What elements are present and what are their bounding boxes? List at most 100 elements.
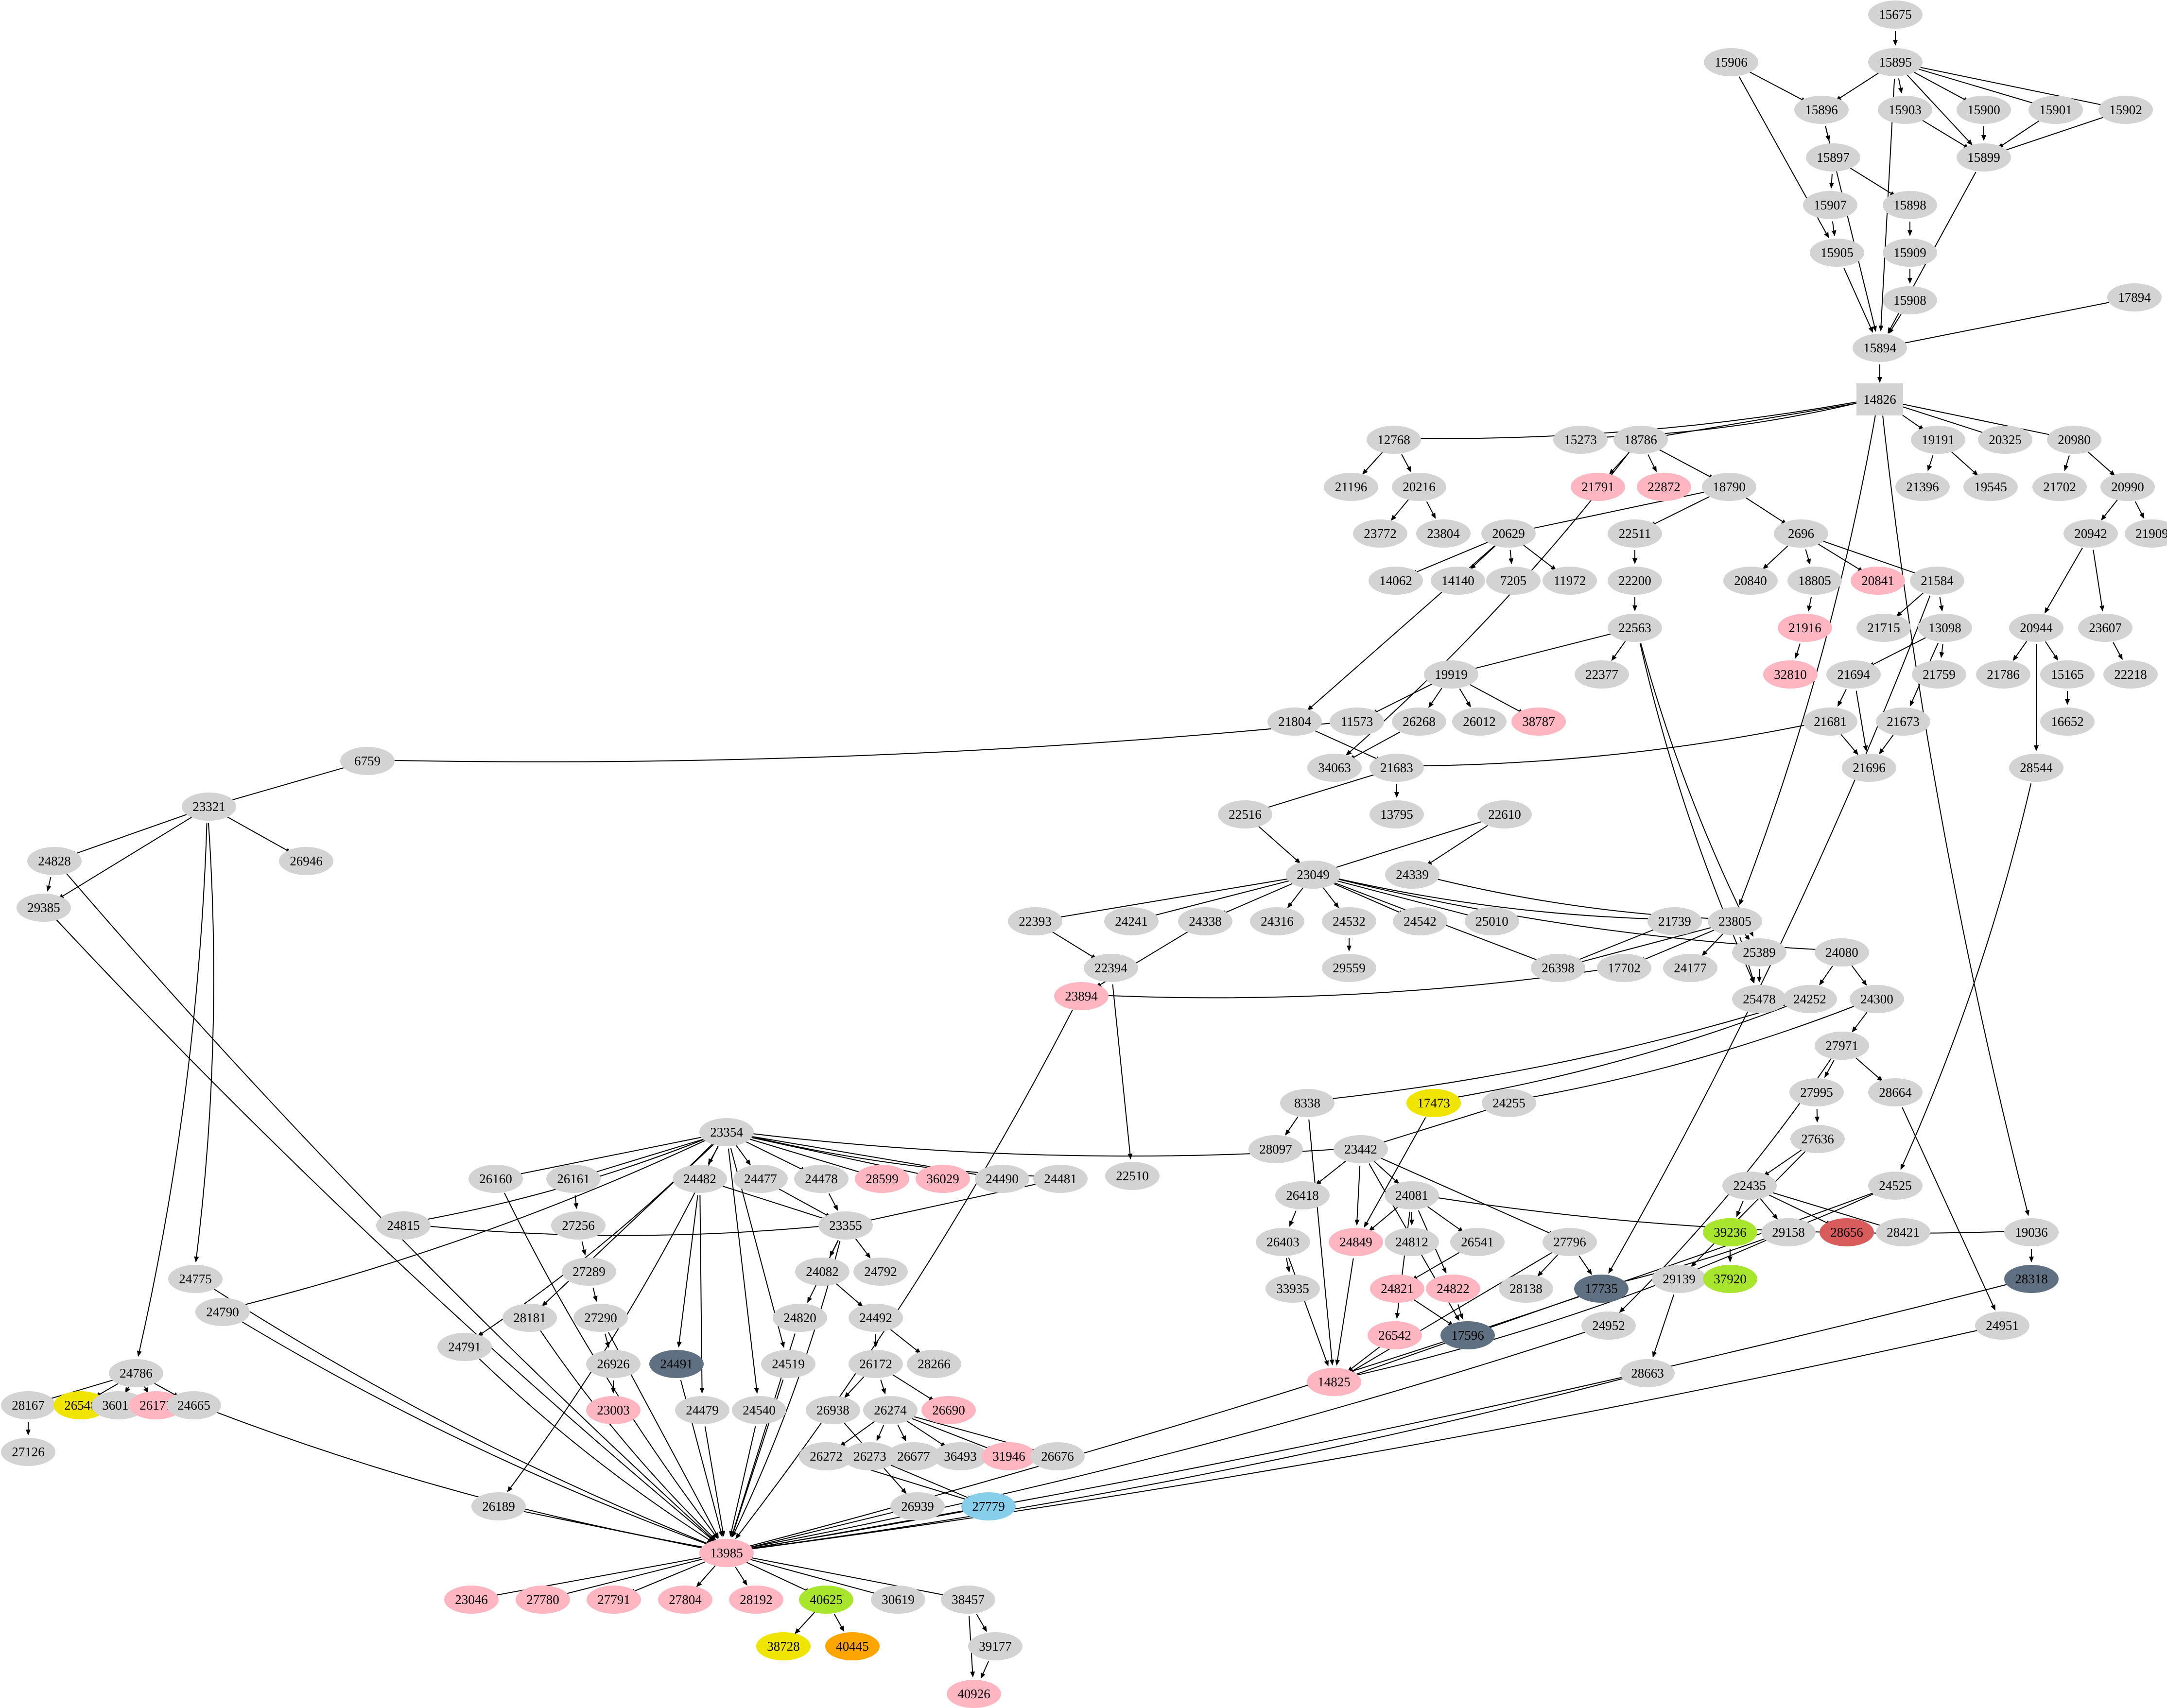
node-label-26273: 26273 xyxy=(853,1449,886,1464)
node-shape-15165 xyxy=(2040,660,2095,689)
node-shape-20629 xyxy=(1481,519,1536,548)
node-shape-24790 xyxy=(195,1298,250,1326)
node-15907: 15907 xyxy=(1803,191,1857,219)
node-shape-25478 xyxy=(1732,985,1786,1013)
node-shape-24542 xyxy=(1393,907,1447,935)
edge-24080-24300 xyxy=(1851,965,1867,986)
node-shape-26398 xyxy=(1531,954,1585,982)
node-label-7205: 7205 xyxy=(1500,573,1526,588)
node-label-24822: 24822 xyxy=(1437,1281,1470,1296)
node-24812: 24812 xyxy=(1385,1228,1439,1256)
edge-39177-40926 xyxy=(980,1661,989,1679)
node-shape-28421 xyxy=(1876,1218,1930,1246)
node-24951: 24951 xyxy=(1975,1311,2029,1340)
node-14062: 14062 xyxy=(1369,567,1423,595)
node-18786: 18786 xyxy=(1613,426,1668,454)
node-label-17473: 17473 xyxy=(1417,1096,1450,1110)
node-shape-13098 xyxy=(1918,614,1972,642)
node-shape-22200 xyxy=(1608,567,1662,595)
node-label-26274: 26274 xyxy=(874,1403,907,1417)
edge-40625-38728 xyxy=(794,1611,815,1634)
node-shape-15675 xyxy=(1868,0,1923,29)
node-23894: 23894 xyxy=(1054,982,1109,1010)
node-label-24082: 24082 xyxy=(806,1264,839,1279)
edge-18790-2696 xyxy=(1742,495,1787,525)
edge-38457-39177 xyxy=(976,1613,987,1632)
node-shape-28138 xyxy=(1499,1275,1553,1303)
node-26403: 26403 xyxy=(1256,1228,1310,1256)
node-shape-38457 xyxy=(941,1586,995,1614)
edge-26542-14825 xyxy=(1347,1345,1382,1372)
node-shape-26177 xyxy=(129,1391,183,1419)
edge-23049-21739 xyxy=(1329,876,1659,922)
edge-13985-28192 xyxy=(735,1567,747,1586)
node-shape-21916 xyxy=(1778,614,1832,642)
node-label-20980: 20980 xyxy=(2058,432,2091,447)
node-2696: 2696 xyxy=(1774,519,1828,548)
node-26398: 26398 xyxy=(1531,954,1585,982)
node-19036: 19036 xyxy=(2004,1218,2059,1246)
node-shape-29385 xyxy=(17,894,71,922)
node-label-26189: 26189 xyxy=(482,1499,515,1514)
edge-22435-29158 xyxy=(1760,1198,1778,1220)
node-23355: 23355 xyxy=(818,1211,873,1240)
edge-24478-23355 xyxy=(828,1193,838,1211)
node-29139: 29139 xyxy=(1652,1265,1706,1293)
node-label-14140: 14140 xyxy=(1441,573,1474,588)
edge-21739-26398 xyxy=(1573,927,1660,962)
node-30619: 30619 xyxy=(871,1586,925,1614)
node-shape-22218 xyxy=(2103,660,2158,689)
node-label-15900: 15900 xyxy=(1967,103,2000,117)
edge-22435-39236 xyxy=(1736,1200,1744,1217)
node-shape-24300 xyxy=(1850,985,1904,1013)
edge-27636-29139 xyxy=(1690,1150,1806,1267)
node-shape-22563 xyxy=(1608,614,1662,642)
edge-24080-24252 xyxy=(1819,966,1833,985)
node-28167: 28167 xyxy=(1,1391,55,1419)
node-label-23003: 23003 xyxy=(597,1403,630,1417)
node-label-20216: 20216 xyxy=(1403,480,1436,494)
node-label-28663: 28663 xyxy=(1631,1366,1664,1380)
node-shape-19036 xyxy=(2004,1218,2059,1246)
node-label-15896: 15896 xyxy=(1805,103,1838,117)
node-label-27791: 27791 xyxy=(597,1592,630,1607)
node-23003: 23003 xyxy=(586,1396,641,1424)
node-shape-15906 xyxy=(1704,48,1758,76)
node-label-19191: 19191 xyxy=(1922,432,1955,447)
node-15901: 15901 xyxy=(2028,96,2083,124)
node-24339: 24339 xyxy=(1385,861,1439,889)
node-label-23894: 23894 xyxy=(1065,989,1098,1003)
node-23607: 23607 xyxy=(2078,614,2132,642)
node-shape-24255 xyxy=(1482,1089,1536,1117)
edge-24951-13985 xyxy=(743,1328,1986,1552)
node-shape-23354 xyxy=(699,1118,754,1146)
edge-15895-15903 xyxy=(1898,78,1903,94)
node-shape-27995 xyxy=(1789,1078,1844,1106)
edge-19191-19545 xyxy=(1950,450,1978,476)
node-label-27804: 27804 xyxy=(669,1592,702,1607)
node-shape-24822 xyxy=(1426,1275,1480,1303)
node-label-24952: 24952 xyxy=(1592,1318,1625,1333)
edge-22516-23049 xyxy=(1257,825,1301,864)
node-label-28544: 28544 xyxy=(2020,760,2053,775)
edge-26161-27256 xyxy=(573,1195,579,1209)
node-shape-36014 xyxy=(91,1391,146,1419)
node-20944: 20944 xyxy=(2009,614,2063,642)
node-21804: 21804 xyxy=(1267,707,1322,736)
node-label-21715: 21715 xyxy=(1867,621,1900,635)
node-shape-23805 xyxy=(1708,907,1762,935)
node-19191: 19191 xyxy=(1911,426,1965,454)
node-label-27289: 27289 xyxy=(572,1264,606,1279)
edge-24952-13985 xyxy=(742,1329,1593,1551)
edge-28544-24525 xyxy=(1900,783,2032,1170)
edge-27290-26926 xyxy=(605,1333,610,1348)
node-24255: 24255 xyxy=(1482,1089,1536,1117)
node-26676: 26676 xyxy=(1030,1442,1085,1470)
edge-27995-27636 xyxy=(1815,1108,1820,1123)
edge-2696-21584 xyxy=(1816,538,1922,576)
node-40625: 40625 xyxy=(799,1586,853,1614)
node-label-18786: 18786 xyxy=(1624,432,1657,447)
node-27791: 27791 xyxy=(587,1586,641,1614)
edge-40625-40445 xyxy=(833,1614,845,1632)
node-shape-21759 xyxy=(1912,660,1966,689)
